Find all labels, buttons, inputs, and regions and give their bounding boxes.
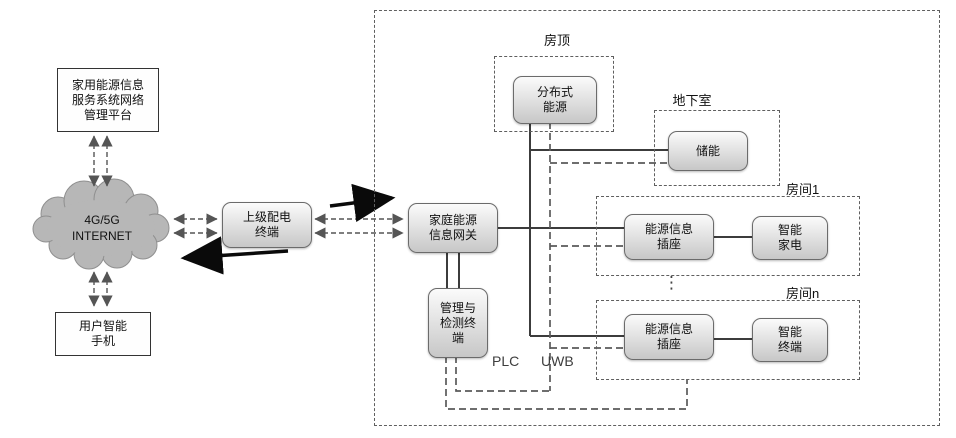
node-distributed-energy: 分布式 能源	[513, 76, 597, 124]
roof-zone-box	[494, 56, 614, 132]
basement-zone-box	[654, 110, 780, 186]
node-energy-storage: 储能	[668, 131, 748, 171]
node-roomn-energy-socket: 能源信息 插座	[624, 314, 714, 360]
room1-zone-box	[596, 196, 860, 276]
power-flow-arrows	[180, 183, 396, 275]
node-user-smartphone: 用户智能 手机	[55, 312, 151, 356]
rooms-ellipsis: ⋮	[663, 273, 680, 292]
node-room1-energy-socket: 能源信息 插座	[624, 214, 714, 260]
plc-power-lines	[446, 122, 752, 340]
uwb-links	[445, 122, 688, 410]
basement-zone-label: 地下室	[672, 93, 712, 108]
internet-cloud	[32, 178, 170, 270]
plc-bus-label: PLC	[492, 353, 520, 369]
uwb-bus-label: UWB	[541, 353, 574, 369]
internet-cloud-label: 4G/5G INTERNET	[72, 213, 132, 243]
node-mgmt-detect-terminal: 管理与 检测终 端	[428, 288, 488, 358]
node-roomn-smart-terminal: 智能 终端	[752, 318, 828, 362]
node-upper-distribution-terminal: 上级配电 终端	[222, 202, 312, 248]
roof-zone-label: 房顶	[543, 33, 570, 48]
room1-zone-label: 房间1	[786, 182, 820, 197]
roomn-zone-label: 房间n	[786, 286, 820, 301]
roomn-zone-box	[596, 300, 860, 380]
node-management-platform: 家用能源信息 服务系统网络 管理平台	[57, 68, 159, 132]
node-room1-smart-appliance: 智能 家电	[752, 216, 828, 260]
node-home-energy-gateway: 家庭能源 信息网关	[408, 203, 498, 253]
